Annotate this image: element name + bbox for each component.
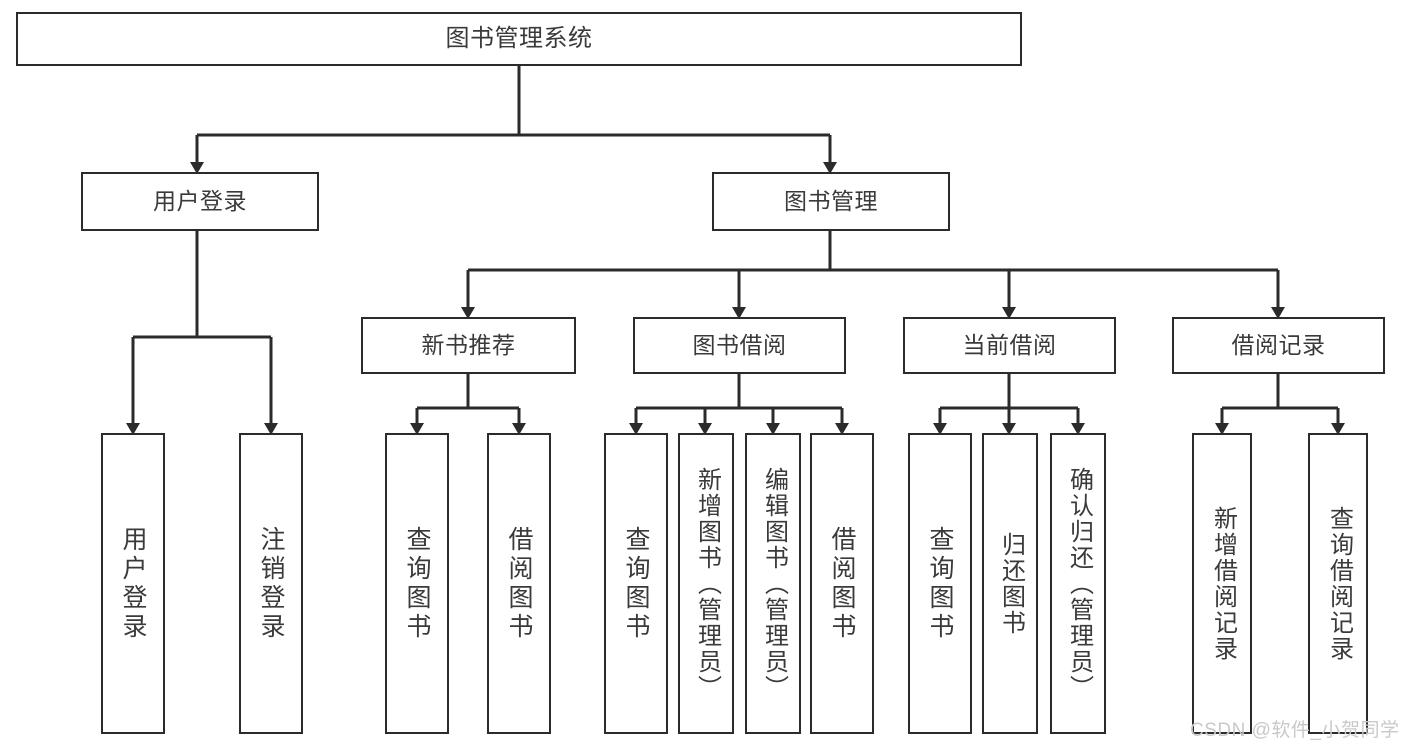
node-label: 确认归还（管理员） xyxy=(1065,466,1093,701)
node-borrow-records[interactable]: 借阅记录 xyxy=(1172,317,1385,374)
leaf-recommend-borrow-book[interactable]: 借阅图书 xyxy=(487,433,551,734)
node-label: 图书管理系统 xyxy=(445,25,593,53)
node-label: 用户登录 xyxy=(153,188,247,215)
node-book-management[interactable]: 图书管理 xyxy=(712,172,950,231)
node-label: 新增图书（管理员） xyxy=(693,466,721,701)
leaf-borrow-borrow-book[interactable]: 借阅图书 xyxy=(810,433,874,734)
leaf-current-return-book[interactable]: 归还图书 xyxy=(982,433,1038,734)
node-label: 借阅图书 xyxy=(505,525,533,642)
leaf-logout[interactable]: 注销登录 xyxy=(239,433,303,734)
node-label: 注销登录 xyxy=(257,525,285,642)
leaf-records-query-record[interactable]: 查询借阅记录 xyxy=(1308,433,1368,734)
node-new-book-recommend[interactable]: 新书推荐 xyxy=(361,317,576,374)
node-label: 查询图书 xyxy=(622,525,650,642)
leaf-borrow-query-book[interactable]: 查询图书 xyxy=(604,433,668,734)
leaf-records-add-record[interactable]: 新增借阅记录 xyxy=(1192,433,1252,734)
leaf-current-confirm-return-admin[interactable]: 确认归还（管理员） xyxy=(1050,433,1106,734)
node-label: 查询图书 xyxy=(926,525,954,642)
node-book-borrow[interactable]: 图书借阅 xyxy=(633,317,846,374)
node-label: 查询借阅记录 xyxy=(1325,505,1353,662)
node-user-login[interactable]: 用户登录 xyxy=(81,172,319,231)
node-label: 借阅图书 xyxy=(828,525,856,642)
node-label: 查询图书 xyxy=(403,525,431,642)
node-label: 新书推荐 xyxy=(421,332,516,359)
node-current-borrow[interactable]: 当前借阅 xyxy=(903,317,1116,374)
node-root-system[interactable]: 图书管理系统 xyxy=(16,12,1022,66)
node-label: 图书借阅 xyxy=(692,332,787,359)
node-label: 用户登录 xyxy=(119,525,147,642)
node-label: 借阅记录 xyxy=(1231,332,1326,359)
leaf-recommend-query-book[interactable]: 查询图书 xyxy=(385,433,449,734)
leaf-borrow-edit-book-admin[interactable]: 编辑图书（管理员） xyxy=(745,433,801,734)
node-label: 图书管理 xyxy=(784,188,878,215)
leaf-borrow-add-book-admin[interactable]: 新增图书（管理员） xyxy=(678,433,734,734)
csdn-watermark: CSDN @软件_小贺同学 xyxy=(1190,720,1400,741)
leaf-user-login[interactable]: 用户登录 xyxy=(101,433,165,734)
node-label: 归还图书 xyxy=(997,531,1025,636)
node-label: 编辑图书（管理员） xyxy=(760,466,788,701)
leaf-current-query-book[interactable]: 查询图书 xyxy=(908,433,972,734)
node-label: 新增借阅记录 xyxy=(1209,505,1237,662)
node-label: 当前借阅 xyxy=(962,332,1057,359)
